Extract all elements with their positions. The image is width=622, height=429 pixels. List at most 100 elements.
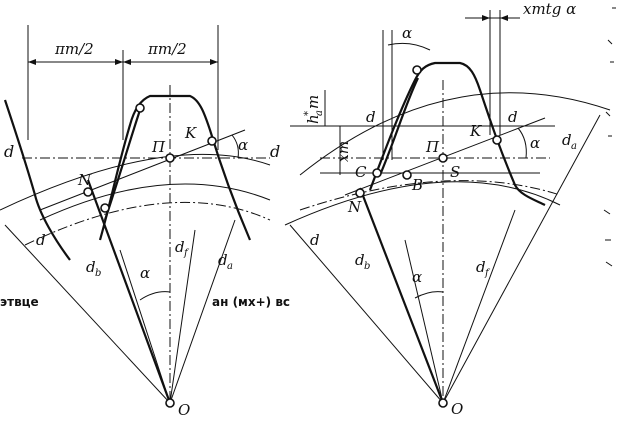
left-diagram: πm/2 πm/2 d d N П K α d d b α d f d a O	[0, 25, 280, 419]
left-point-P	[165, 153, 175, 163]
right-addendum-arc	[299, 92, 611, 176]
right-label-xmtga: xmtg α	[523, 0, 576, 18]
svg-text:*: *	[303, 111, 314, 116]
svg-text:f: f	[183, 248, 190, 259]
right-alpha-arc-bottom	[414, 291, 444, 299]
margin-marks	[603, 7, 616, 267]
right-label-B: B	[411, 176, 423, 194]
left-radius-alpha	[119, 249, 171, 404]
left-point-lower	[100, 203, 110, 213]
right-dim-arrow-2	[500, 15, 508, 21]
left-pitch-arc	[24, 201, 271, 246]
left-radius-df	[169, 229, 196, 404]
left-radius-db	[86, 179, 172, 404]
left-label-O: O	[178, 401, 190, 419]
right-point-N	[355, 188, 365, 198]
left-radius-da	[169, 219, 236, 404]
left-base-arc	[39, 183, 271, 221]
right-label-alpha-right: α	[530, 134, 540, 152]
svg-text:d: d	[218, 251, 228, 269]
svg-text:d: d	[562, 131, 572, 149]
left-addendum-arc	[0, 153, 271, 211]
right-point-C	[372, 168, 382, 178]
left-alpha-arc-bottom	[139, 291, 171, 301]
right-radius-alpha	[404, 239, 444, 404]
svg-text:a: a	[227, 261, 233, 272]
svg-text:h: h	[304, 114, 322, 124]
svg-text:b: b	[364, 261, 370, 272]
left-tooth-inner	[103, 109, 142, 221]
left-dim-arrow-3	[123, 59, 131, 65]
right-label-df: d f	[476, 258, 491, 279]
right-label-alpha-bottom: α	[412, 268, 422, 286]
left-dim-arrow-4	[210, 59, 218, 65]
right-tooth-profile	[368, 61, 546, 206]
left-label-da: d a	[218, 251, 233, 272]
right-label-S: S	[450, 163, 460, 181]
right-radius-df	[442, 209, 516, 404]
left-dim-label-2: πm/2	[147, 40, 187, 58]
left-dim-arrow-1	[28, 59, 36, 65]
left-dim-arrow-2	[115, 59, 123, 65]
right-label-d: d	[310, 231, 320, 249]
right-label-d-upper-right: d	[508, 108, 518, 126]
left-label-df: d f	[175, 238, 190, 259]
right-radius-db	[358, 187, 445, 404]
right-label-P: П	[425, 138, 440, 156]
scrap-text-middle: ан (мх+) вс	[212, 295, 290, 309]
left-tooth-profile	[98, 94, 252, 241]
left-pitch-label-right: d	[270, 142, 280, 161]
right-label-K: K	[469, 122, 482, 140]
right-base-arc	[284, 181, 561, 226]
left-label-P: П	[151, 138, 166, 156]
left-label-K: K	[184, 124, 197, 142]
left-label-db: d b	[86, 258, 101, 279]
right-alpha-arc-top	[387, 42, 431, 51]
svg-text:a: a	[571, 141, 577, 152]
right-point-tip	[412, 65, 422, 75]
svg-text:f: f	[484, 268, 491, 279]
svg-text:d: d	[476, 258, 486, 276]
right-radius-d	[289, 224, 444, 404]
right-label-d-upper-left: d	[366, 108, 376, 126]
right-tooth-inner	[378, 77, 419, 176]
right-label-N: N	[347, 198, 362, 216]
left-gear-flank	[3, 99, 71, 261]
svg-text:d: d	[86, 258, 96, 276]
left-dim-label-1: πm/2	[54, 40, 94, 58]
right-label-xm: xm	[336, 141, 352, 162]
left-alpha-arc-top	[231, 134, 239, 159]
right-label-O: O	[451, 400, 463, 418]
right-pitch-arc	[299, 180, 561, 211]
left-label-d: d	[36, 231, 46, 249]
svg-text:a: a	[314, 110, 325, 116]
right-label-hstar: h * a m	[303, 95, 325, 124]
right-label-da-outer: d a	[562, 131, 577, 152]
left-point-tip	[135, 103, 145, 113]
svg-text:d: d	[175, 238, 185, 256]
right-point-P	[438, 153, 448, 163]
right-point-O	[438, 398, 448, 408]
left-radius-d	[4, 224, 171, 404]
right-label-db: d b	[355, 251, 370, 272]
right-alpha-arc-right	[517, 127, 527, 159]
right-diagram: xmtg α α h * a m d d xm П K α d a C B S …	[284, 0, 611, 418]
svg-text:d: d	[355, 251, 365, 269]
right-dim-arrow-1	[482, 15, 490, 21]
right-label-C: C	[355, 163, 367, 181]
right-label-alpha-top: α	[402, 24, 412, 42]
right-radius-da	[442, 114, 601, 404]
left-label-alpha-bottom: α	[140, 264, 150, 282]
right-point-K	[492, 135, 502, 145]
left-label-N: N	[77, 171, 92, 189]
svg-text:b: b	[95, 268, 101, 279]
scrap-text-left: этвце	[0, 295, 39, 309]
left-point-N	[83, 187, 93, 197]
left-point-K	[207, 136, 217, 146]
left-pitch-label-left: d	[4, 142, 14, 161]
left-point-O	[165, 398, 175, 408]
right-point-B	[402, 170, 412, 180]
left-label-alpha-top: α	[238, 136, 248, 154]
svg-text:m: m	[304, 95, 322, 109]
